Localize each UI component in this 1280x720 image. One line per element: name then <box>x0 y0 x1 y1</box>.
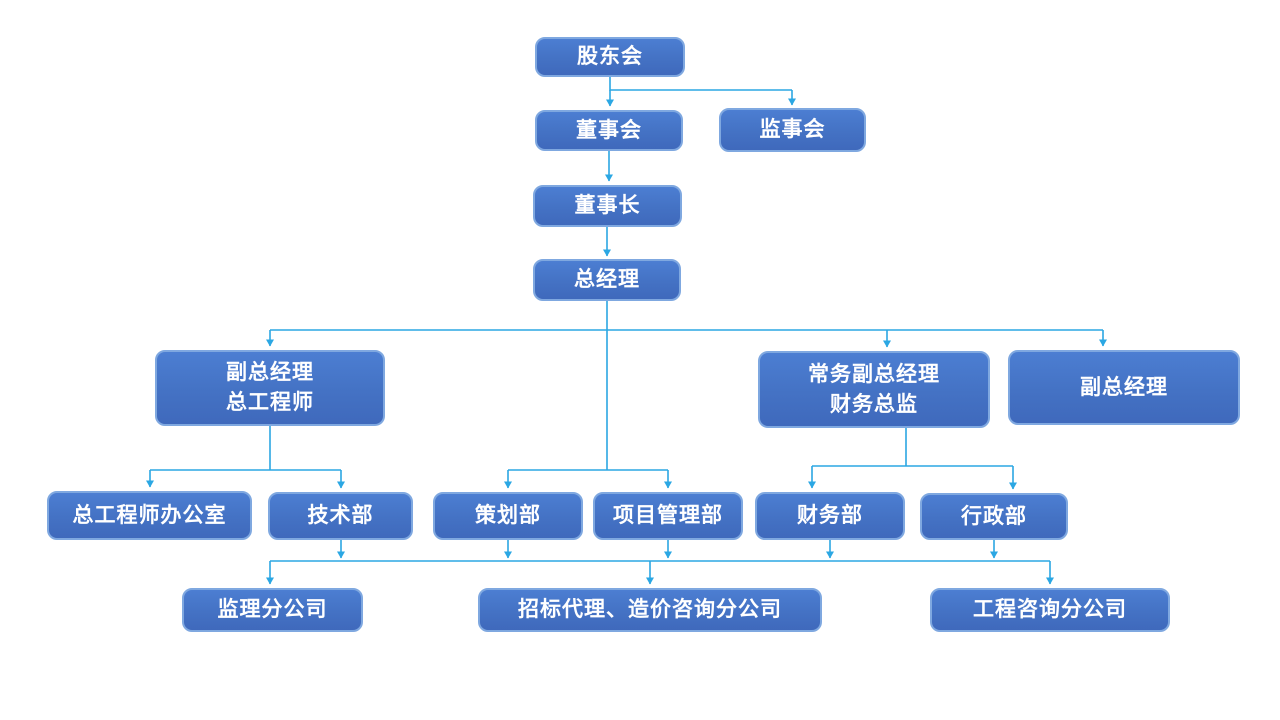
org-node-label: 招标代理、造价咨询分公司 <box>518 598 782 622</box>
org-node-label: 总经理 <box>574 268 640 292</box>
org-node-board-of-directors: 董事会 <box>535 110 683 151</box>
org-node-supervision-branch: 监理分公司 <box>182 588 363 632</box>
org-node-label: 工程咨询分公司 <box>973 598 1127 622</box>
org-node-label: 总工程师办公室 <box>72 503 227 527</box>
org-node-label: 股东会 <box>577 45 643 69</box>
org-node-label: 副总经理 总工程师 <box>226 361 314 414</box>
org-node-label: 董事会 <box>576 118 642 142</box>
org-node-label: 行政部 <box>961 504 1027 528</box>
org-node-label: 副总经理 <box>1080 375 1168 399</box>
org-node-label: 技术部 <box>307 504 374 528</box>
connector-path <box>609 77 792 91</box>
org-node-label: 董事长 <box>574 194 641 218</box>
org-node-planning-dept: 策划部 <box>433 492 583 540</box>
org-node-shareholders-meeting: 股东会 <box>535 37 685 77</box>
org-node-project-mgmt-dept: 项目管理部 <box>593 492 743 540</box>
org-node-bidding-cost-branch: 招标代理、造价咨询分公司 <box>478 588 822 632</box>
org-node-deputy-gm-chief-engineer: 副总经理 总工程师 <box>155 350 385 426</box>
org-node-general-manager: 总经理 <box>533 259 681 301</box>
org-node-admin-dept: 行政部 <box>920 493 1068 540</box>
org-node-chief-engineer-office: 总工程师办公室 <box>47 491 252 540</box>
org-node-label: 监事会 <box>759 118 826 142</box>
org-node-finance-dept: 财务部 <box>755 492 905 540</box>
org-node-technology-dept: 技术部 <box>268 492 413 540</box>
org-node-label: 财务部 <box>797 504 863 528</box>
org-node-label: 项目管理部 <box>613 504 723 528</box>
org-node-exec-deputy-gm-cfo: 常务副总经理 财务总监 <box>758 351 990 428</box>
org-node-engineering-consulting-branch: 工程咨询分公司 <box>930 588 1170 632</box>
org-node-label: 策划部 <box>475 504 541 528</box>
org-node-label: 常务副总经理 财务总监 <box>808 362 940 416</box>
org-node-chairman: 董事长 <box>533 185 682 227</box>
org-node-deputy-gm: 副总经理 <box>1008 350 1240 425</box>
org-node-supervisory-board: 监事会 <box>719 108 866 152</box>
org-node-label: 监理分公司 <box>217 598 328 622</box>
